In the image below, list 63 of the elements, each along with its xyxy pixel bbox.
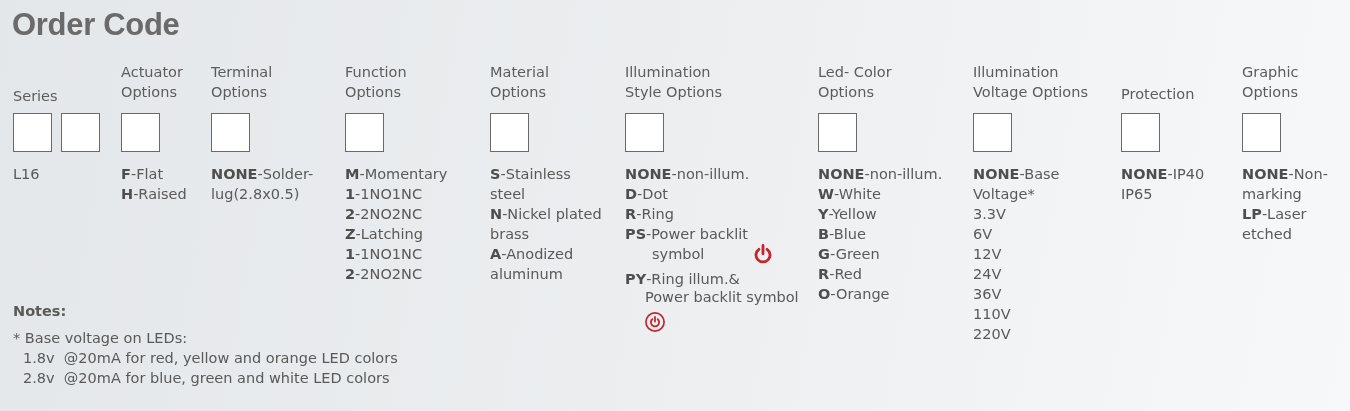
option-text: NONE-Non-marking — [1242, 165, 1329, 204]
option-text: 6V — [973, 225, 994, 244]
option-text: 1-1NO1NC — [345, 245, 423, 264]
option-text: S-Stainless steel — [490, 165, 572, 204]
code-box — [490, 113, 529, 152]
column-heading: Series — [13, 87, 59, 106]
option-text: F-Flat — [121, 165, 165, 184]
column-heading: Material Options — [490, 63, 550, 102]
option-text: B-Blue — [818, 225, 867, 244]
option-text: R-Ring — [625, 205, 675, 224]
option-text: M-Momentary — [345, 165, 448, 184]
code-box — [818, 113, 857, 152]
option-text: NONE-non-illum. — [625, 165, 751, 184]
option-text: R-Red — [818, 265, 863, 284]
column-heading: Actuator Options — [121, 63, 184, 102]
option-text: NONE-IP40 — [1121, 165, 1205, 184]
code-box — [13, 113, 52, 152]
column-heading: Led- Color Options — [818, 63, 893, 102]
code-box — [345, 113, 384, 152]
code-box — [1242, 113, 1281, 152]
option-text: G-Green — [818, 245, 881, 264]
option-text: 220V — [973, 325, 1012, 344]
option-text: W-White — [818, 185, 882, 204]
option-text: D-Dot — [625, 185, 669, 204]
column-heading: Protection — [1121, 85, 1196, 104]
notes-heading: Notes: — [13, 302, 67, 321]
page-title: Order Code — [12, 7, 180, 43]
option-text: NONE-non-illum. — [818, 165, 943, 184]
column-heading: Illumination Style Options — [625, 63, 723, 102]
option-text: NONE-Solder-lug(2.8x0.5) — [211, 165, 315, 204]
code-box — [625, 113, 664, 152]
option-text: 110V — [973, 305, 1012, 324]
option-text: Z-Latching — [345, 225, 424, 244]
option-text: 2-2NO2NC — [345, 205, 423, 224]
code-box — [211, 113, 250, 152]
option-text: 1-1NO1NC — [345, 185, 423, 204]
code-box — [61, 113, 100, 152]
note-text: 2.8v @20mA for blue, green and white LED colors — [23, 369, 390, 388]
option-text: H-Raised — [121, 185, 187, 204]
option-text: O-Orange — [818, 285, 891, 304]
note-text: * Base voltage on LEDs: — [13, 329, 188, 348]
option-text: 36V — [973, 285, 1003, 304]
option-text: 3.3V — [973, 205, 1007, 224]
code-box — [973, 113, 1012, 152]
option-text: A-Anodized aluminum — [490, 245, 575, 284]
option-text: IP65 — [1121, 185, 1154, 204]
note-text: 1.8v @20mA for red, yellow and orange LED colors — [23, 349, 398, 368]
option-text: N-Nickel plated brass — [490, 205, 603, 244]
option-text: LP-Laser etched — [1242, 205, 1308, 244]
option-text: PY-Ring illum.& Power backlit symbol — [625, 271, 799, 305]
column-heading: Graphic Options — [1242, 63, 1300, 102]
column-heading: Terminal Options — [211, 63, 274, 102]
option-text: 12V — [973, 245, 1003, 264]
code-box — [121, 113, 160, 152]
option-text: Y-Yellow — [818, 205, 878, 224]
option-text: 24V — [973, 265, 1003, 284]
column-heading: Function Options — [345, 63, 408, 102]
option-text: 2-2NO2NC — [345, 265, 423, 284]
code-box — [1121, 113, 1160, 152]
option-text: NONE-Base Voltage* — [973, 165, 1061, 204]
option-text: L16 — [13, 165, 40, 184]
option-text: PS-Power backlit symbol — [625, 225, 748, 264]
column-heading: Illumination Voltage Options — [973, 63, 1089, 102]
